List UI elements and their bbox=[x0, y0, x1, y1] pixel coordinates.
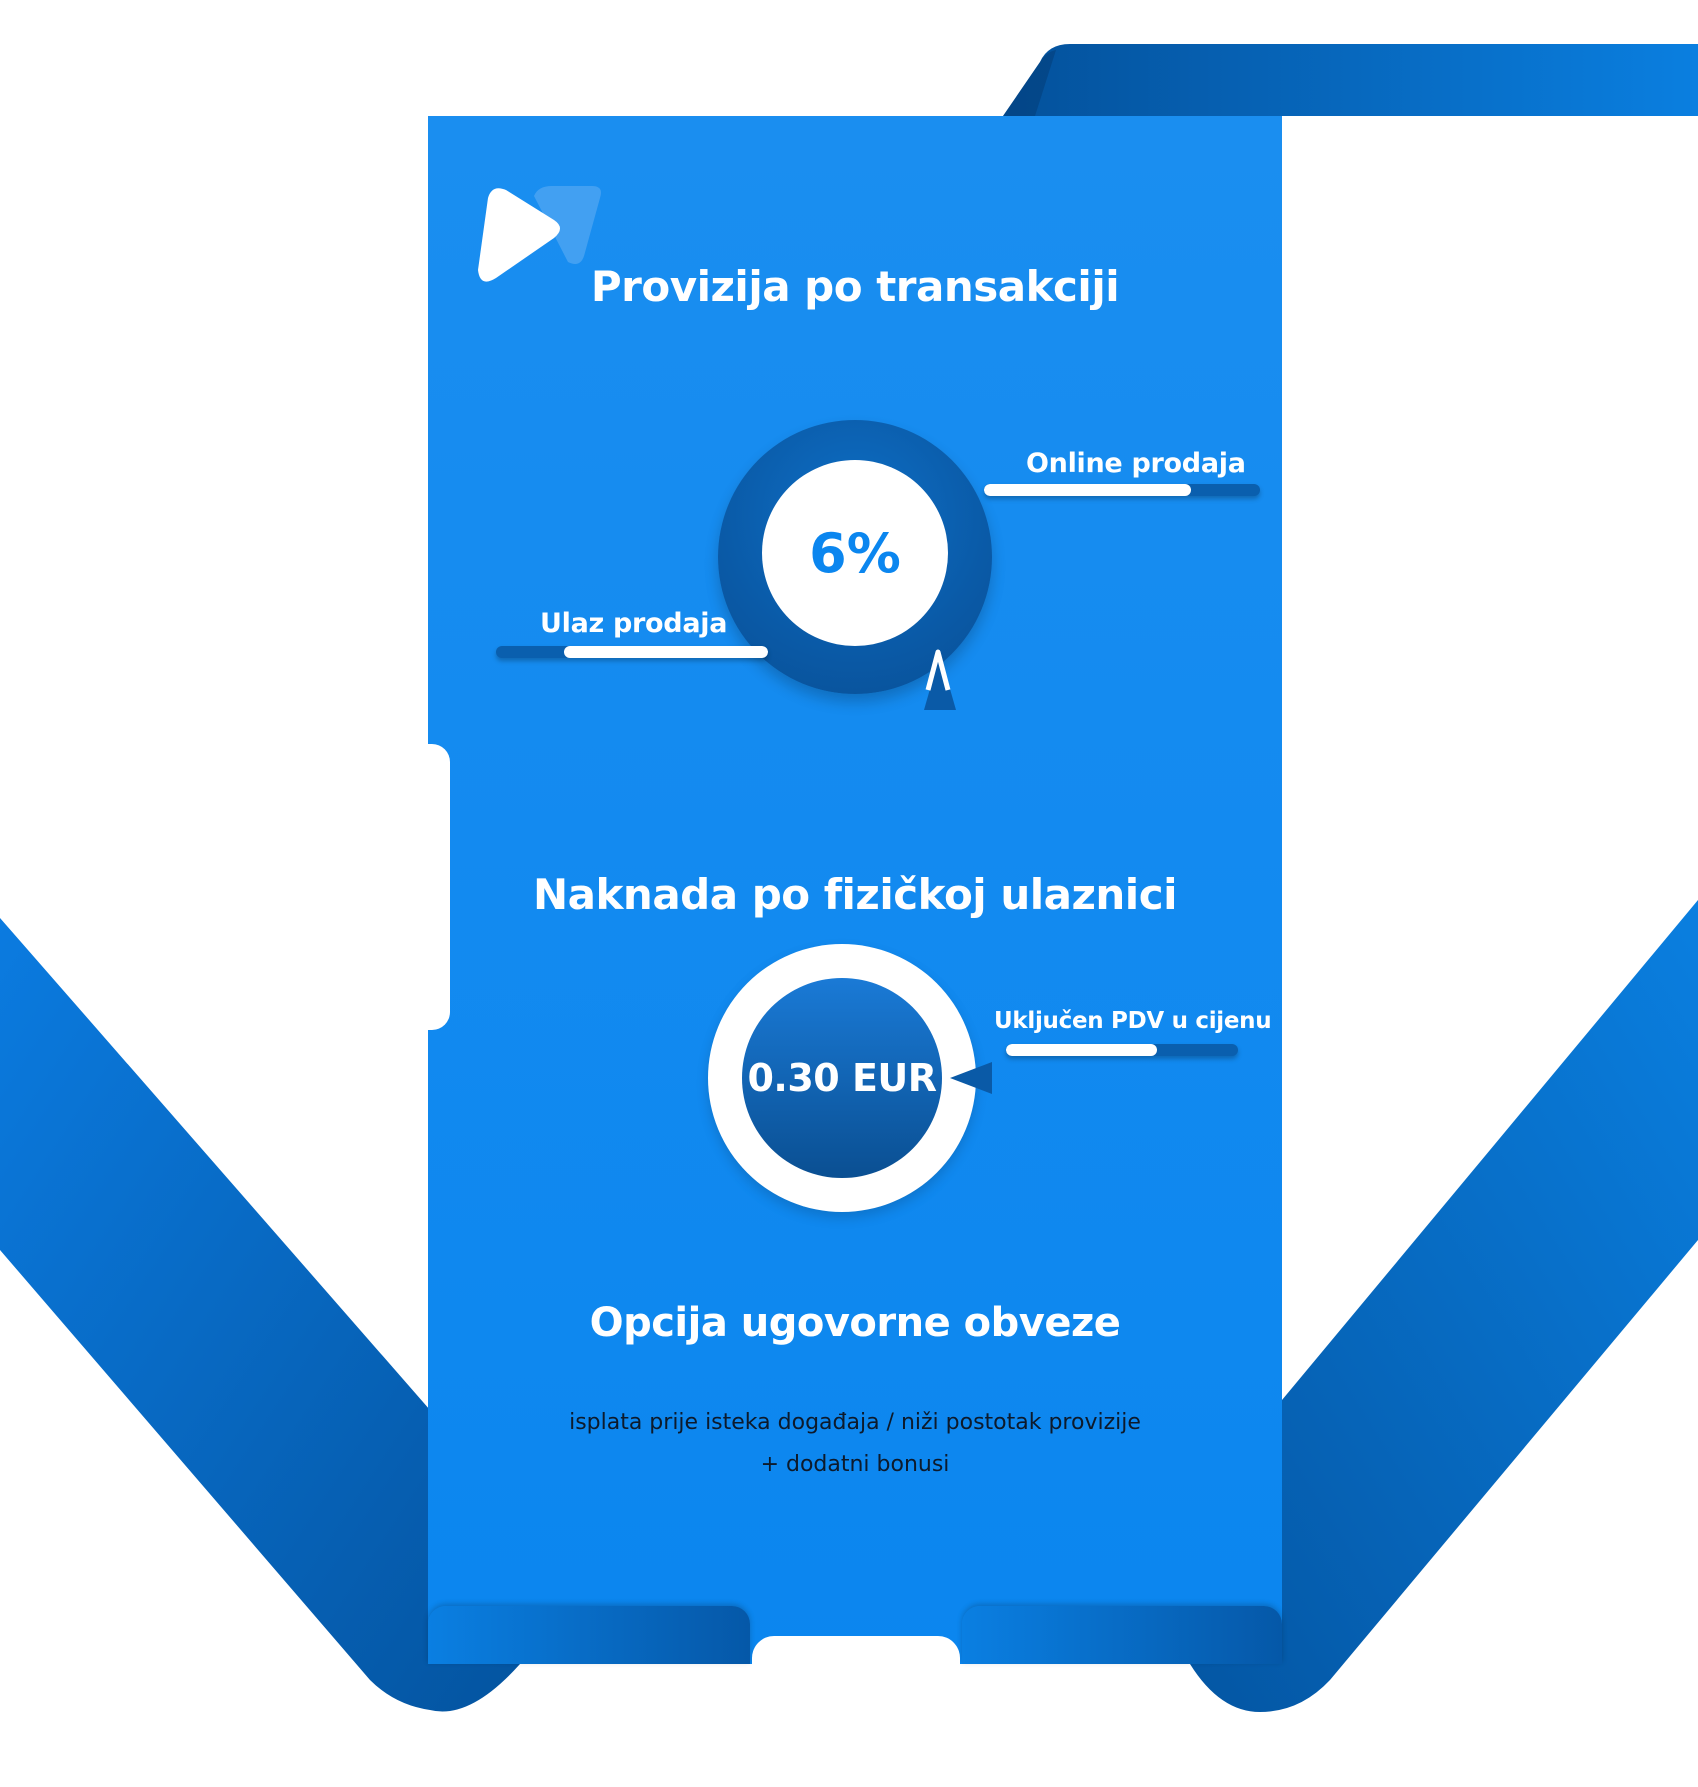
vat-included-bar bbox=[1006, 1044, 1238, 1056]
vat-included-bar-fill bbox=[1006, 1044, 1157, 1056]
contract-option-title: Opcija ugovorne obveze bbox=[589, 1300, 1121, 1346]
left-ribbon bbox=[0, 918, 520, 1712]
ticket-fee-price: 0.30 EUR bbox=[747, 1056, 937, 1100]
top-ribbon bbox=[1003, 44, 1698, 116]
ticket-fee-ring-center bbox=[742, 978, 942, 1178]
entrance-sales-label: Ulaz prodaja bbox=[540, 608, 728, 639]
right-ribbon bbox=[1190, 900, 1698, 1712]
online-sales-label: Online prodaja bbox=[1026, 448, 1246, 479]
entrance-sales-bar bbox=[496, 646, 768, 658]
contract-option-line1: isplata prije isteka događaja / niži pos… bbox=[569, 1410, 1141, 1435]
online-sales-bar-fill bbox=[984, 484, 1191, 496]
vat-included-label: Uključen PDV u cijenu bbox=[994, 1008, 1272, 1034]
online-sales-bar bbox=[984, 484, 1260, 496]
bottom-tab-right bbox=[962, 1606, 1282, 1664]
entrance-sales-bar-fill bbox=[564, 646, 768, 658]
commission-percent: 6% bbox=[809, 521, 901, 585]
caret-pointer-icon bbox=[924, 649, 956, 710]
play-triangle-logo-icon bbox=[478, 186, 601, 282]
commission-title: Provizija po transakciji bbox=[590, 262, 1120, 311]
commission-ring-center bbox=[762, 460, 948, 646]
card-side-notch bbox=[426, 744, 450, 1030]
pointer-left-icon bbox=[950, 1062, 992, 1094]
bottom-tab-left bbox=[428, 1606, 750, 1664]
ticket-fee-title: Naknada po fizičkoj ulaznici bbox=[533, 870, 1178, 919]
pricing-card bbox=[428, 116, 1282, 1664]
bottom-tab-center bbox=[752, 1636, 960, 1676]
contract-option-line2: + dodatni bonusi bbox=[760, 1452, 950, 1477]
